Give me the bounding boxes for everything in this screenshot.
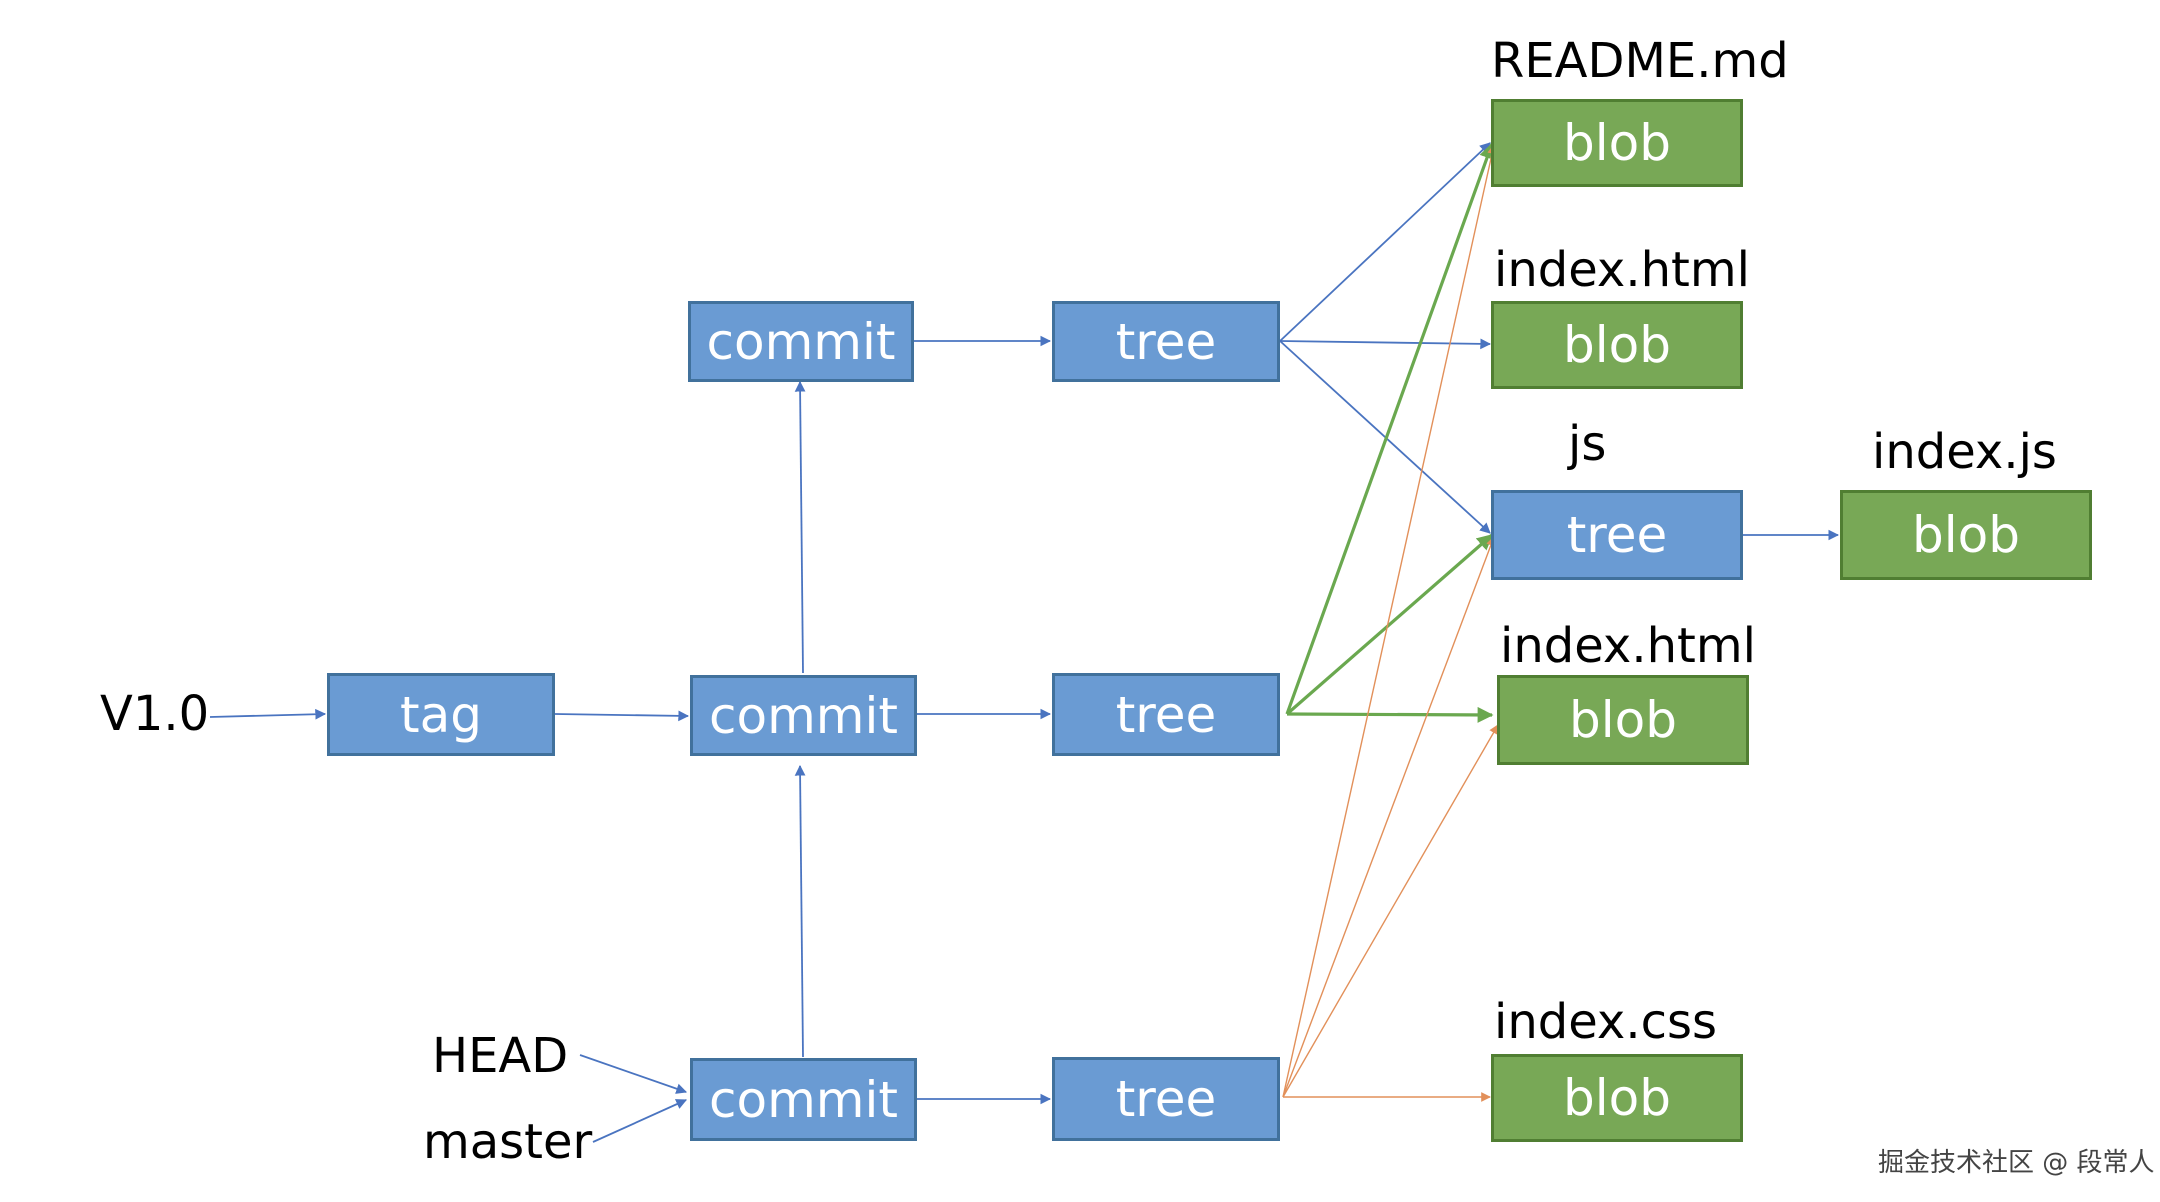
arrow-tree-bottom-to-readme: [1282, 144, 1497, 1098]
arrow-tree-top-to-index-html: [1279, 338, 1492, 350]
arrow-v1-to-tag: [209, 708, 327, 720]
arrow-master-to-commit: [592, 1099, 687, 1143]
arrow-commit-bottom-to-commit-mid: [794, 764, 806, 1058]
tree-node-js[interactable]: tree: [1491, 490, 1743, 580]
blob-node-index-html-mid[interactable]: blob: [1497, 675, 1749, 765]
index-css-label: index.css: [1494, 994, 1717, 1050]
index-js-label: index.js: [1872, 424, 2057, 480]
blob-node-index-html-top[interactable]: blob: [1491, 301, 1743, 389]
commit-node-mid[interactable]: commit: [690, 675, 917, 756]
head-label: HEAD: [432, 1028, 569, 1084]
tree-node-bottom[interactable]: tree: [1052, 1057, 1280, 1141]
arrow-tree-bottom-to-js-tree: [1282, 536, 1496, 1098]
commit-node-top[interactable]: commit: [688, 301, 914, 382]
blob-node-index-js[interactable]: blob: [1840, 490, 2092, 580]
readme-label: README.md: [1491, 33, 1789, 89]
arrow-tree-top-to-readme: [1279, 142, 1491, 342]
arrow-tree-bottom-to-index-html: [1282, 724, 1499, 1098]
watermark: 掘金技术社区 @ 段常人: [1878, 1148, 2155, 1178]
v1-label: V1.0: [100, 686, 210, 742]
commit-node-bottom[interactable]: commit: [690, 1058, 917, 1141]
tree-node-mid[interactable]: tree: [1052, 673, 1280, 756]
blob-node-index-css[interactable]: blob: [1491, 1054, 1743, 1142]
master-label: master: [423, 1114, 593, 1170]
arrow-tree-mid-to-readme: [1285, 142, 1495, 715]
arrow-tree-mid-to-js-tree: [1285, 533, 1494, 716]
tag-node[interactable]: tag: [327, 673, 555, 756]
arrow-commit-mid-to-commit-top: [794, 380, 806, 674]
js-label: js: [1568, 416, 1607, 472]
arrow-tag-to-commit: [554, 710, 690, 722]
index-html-label-top: index.html: [1494, 242, 1750, 298]
index-html-label-mid: index.html: [1500, 618, 1756, 674]
tree-node-top[interactable]: tree: [1052, 301, 1280, 382]
arrow-head-to-commit: [579, 1054, 688, 1094]
arrow-tree-mid-to-index-html: [1286, 706, 1494, 723]
blob-node-readme[interactable]: blob: [1491, 99, 1743, 187]
